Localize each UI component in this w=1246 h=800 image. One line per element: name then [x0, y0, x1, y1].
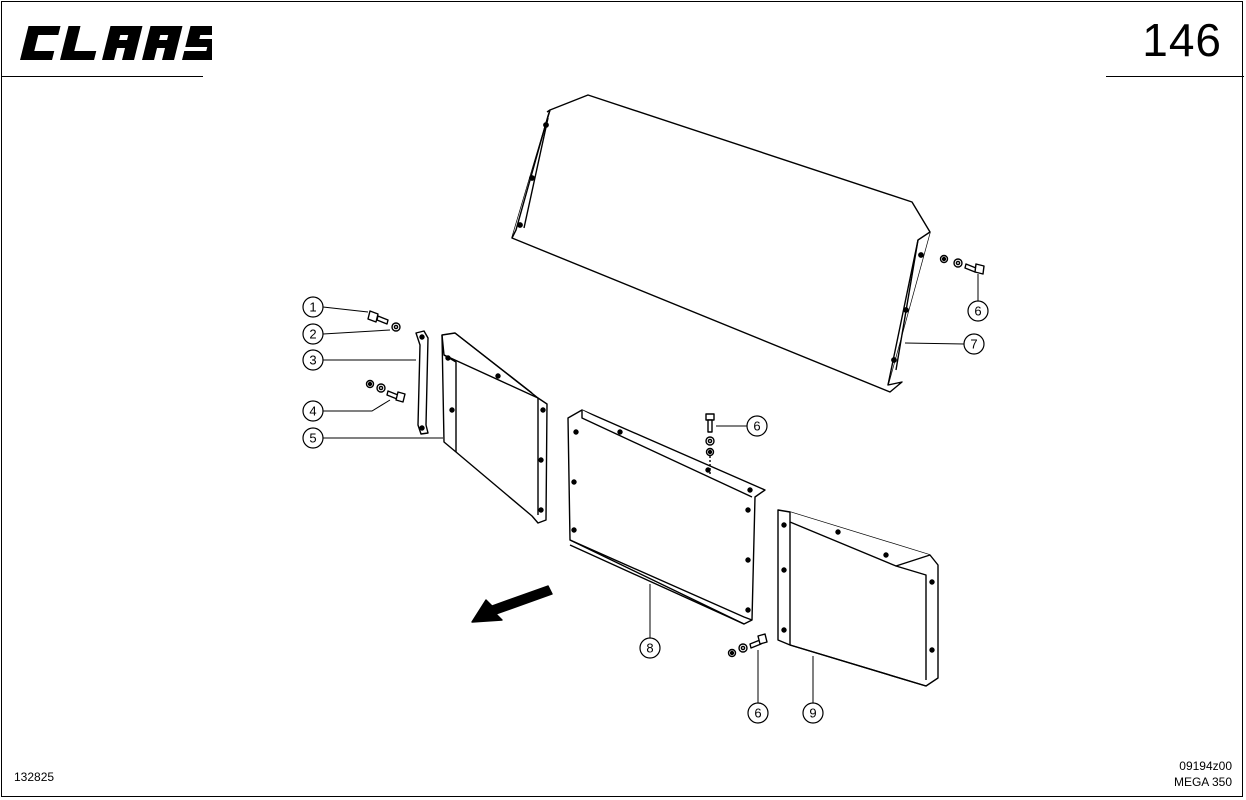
footer-info: 09194z00 MEGA 350 [1174, 758, 1232, 790]
part-3-bracket [415, 330, 429, 435]
claas-logo [20, 26, 212, 60]
header-rule-right [1106, 76, 1244, 77]
fasteners-left-middle [365, 379, 406, 403]
callout-2: 2 [302, 323, 324, 345]
callout-1-label: 1 [309, 300, 316, 315]
callout-1: 1 [302, 296, 324, 318]
callout-6-lower: 6 [747, 702, 769, 724]
callout-9: 9 [802, 702, 824, 724]
callout-7-label: 7 [970, 337, 977, 352]
callout-6-upper-right: 6 [967, 300, 989, 322]
callout-6-center: 6 [746, 415, 768, 437]
callout-7: 7 [963, 333, 985, 355]
callout-3: 3 [302, 349, 324, 371]
model-name: MEGA 350 [1173, 775, 1232, 789]
part-8-center-panel [567, 409, 766, 625]
header-rule-left [1, 76, 203, 77]
callout-8-label: 8 [646, 641, 653, 656]
callout-6-label: 6 [754, 706, 761, 721]
callout-8: 8 [639, 637, 661, 659]
fasteners-upper-right [939, 254, 985, 275]
direction-arrow [471, 585, 553, 623]
fasteners-lower [727, 633, 768, 658]
part-7-cover-panel [511, 94, 931, 393]
fasteners-upper-left [367, 310, 401, 332]
callout-6-label: 6 [753, 419, 760, 434]
leader-lines [322, 274, 979, 703]
part-5-left-side-panel [441, 332, 548, 524]
document-number: 132825 [14, 770, 55, 784]
callout-4: 4 [302, 400, 324, 422]
page-number: 146 [1142, 14, 1222, 66]
fasteners-center [705, 413, 715, 476]
callout-4-label: 4 [309, 404, 316, 419]
callout-9-label: 9 [809, 706, 816, 721]
callout-2-label: 2 [309, 327, 316, 342]
drawing-code: 09194z00 [1179, 759, 1232, 773]
callout-5: 5 [302, 427, 324, 449]
part-9-right-side-panel [777, 509, 939, 687]
callout-6-label: 6 [974, 304, 981, 319]
callout-3-label: 3 [309, 353, 316, 368]
callout-5-label: 5 [309, 431, 316, 446]
